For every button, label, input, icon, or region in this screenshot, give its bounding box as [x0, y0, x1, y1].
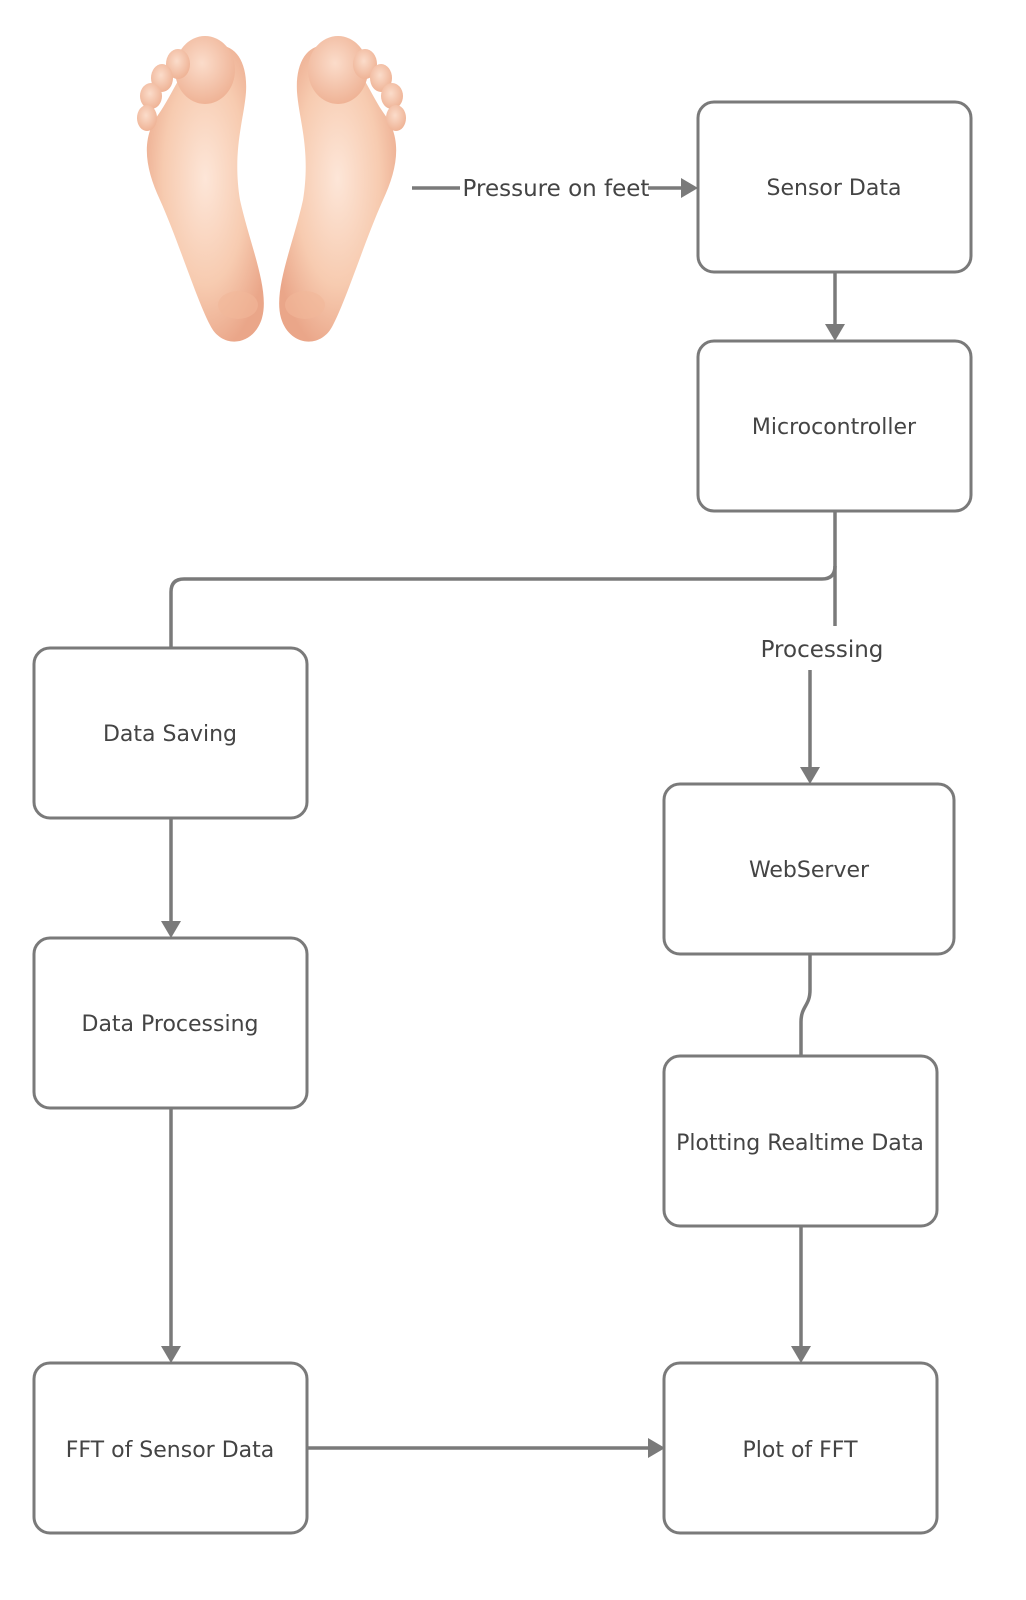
edge-label-pressure-on-feet: Pressure on feet — [463, 176, 650, 202]
node-label: FFT of Sensor Data — [66, 1438, 274, 1463]
edge-label-processing: Processing — [761, 637, 884, 663]
arrowhead-icon — [791, 1346, 811, 1363]
arrowhead-icon — [800, 767, 820, 784]
node-plotting-realtime-data[interactable]: Plotting Realtime Data — [662, 1054, 939, 1228]
node-plot-of-fft[interactable]: Plot of FFT — [662, 1361, 939, 1535]
arrowhead-icon — [161, 1346, 181, 1363]
node-label: Data Saving — [103, 722, 237, 747]
node-fft-of-sensor-data[interactable]: FFT of Sensor Data — [32, 1361, 309, 1535]
node-label: Plotting Realtime Data — [676, 1131, 924, 1156]
arrowhead-icon — [825, 324, 845, 341]
node-microcontroller[interactable]: Microcontroller — [696, 339, 973, 513]
node-data-processing[interactable]: Data Processing — [32, 936, 309, 1110]
arrowhead-icon — [648, 1438, 665, 1458]
feet-soles-illustration — [137, 36, 406, 342]
edge-microcontroller-to-data-saving — [169, 512, 837, 648]
node-label: Plot of FFT — [742, 1438, 858, 1463]
node-label: Data Processing — [82, 1012, 259, 1037]
arrowhead-icon — [161, 921, 181, 938]
node-sensor-data[interactable]: Sensor Data — [696, 100, 973, 274]
edges — [161, 178, 845, 1458]
edge-webserver-to-plotting — [799, 954, 812, 1056]
node-data-saving[interactable]: Data Saving — [32, 646, 309, 820]
node-label: WebServer — [749, 858, 870, 883]
right-foot-icon — [279, 36, 406, 342]
arrowhead-icon — [681, 178, 698, 198]
node-label: Microcontroller — [752, 415, 917, 440]
left-foot-icon — [137, 36, 264, 342]
node-label: Sensor Data — [767, 176, 902, 201]
node-webserver[interactable]: WebServer — [662, 782, 956, 956]
